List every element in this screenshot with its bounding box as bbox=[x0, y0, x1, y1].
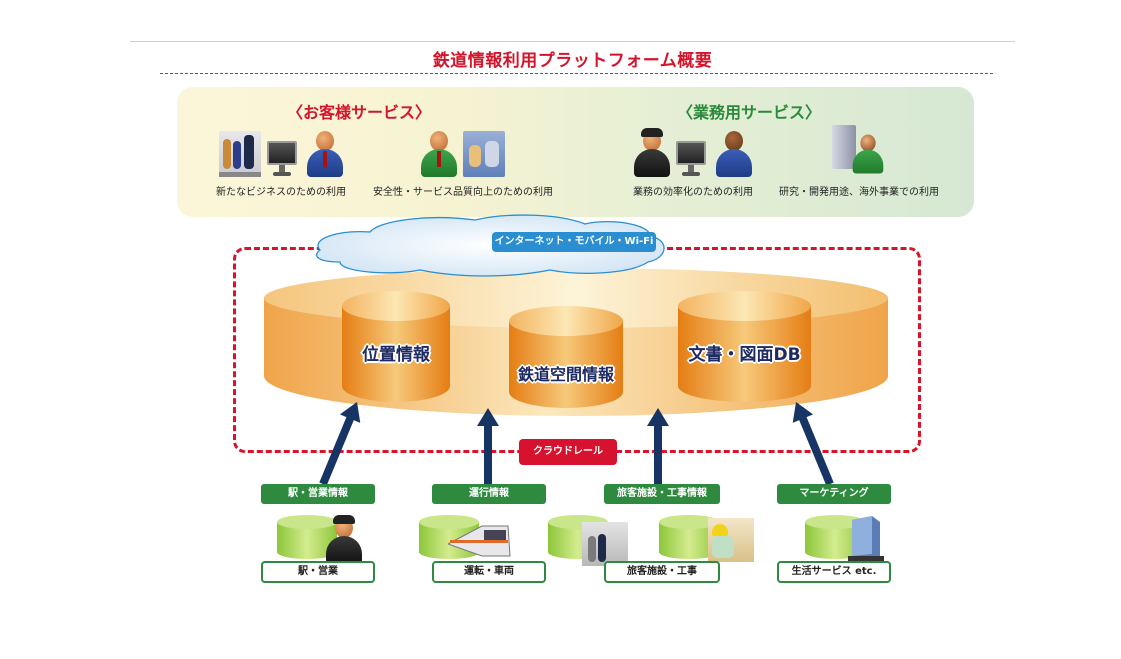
commuters-photo-icon bbox=[219, 131, 261, 177]
service-caption: 新たなビジネスのための利用 bbox=[216, 187, 346, 198]
service-caption: 業務の効率化のための利用 bbox=[633, 187, 753, 198]
database-drum: 位置情報 bbox=[341, 290, 451, 402]
person-at-computer-icon bbox=[716, 131, 752, 177]
service-caption: 安全性・サービス品質向上のための利用 bbox=[373, 187, 553, 198]
business-service-item: 研究・開発用途、海外事業での利用 bbox=[759, 125, 959, 198]
business-service-item: 業務の効率化のための利用 bbox=[593, 125, 793, 198]
top-divider bbox=[130, 41, 1015, 42]
services-panel: 〈お客様サービス〉 〈業務用サービス〉 新たなビジネスのための利用 bbox=[177, 87, 974, 217]
station-platform-photo-icon bbox=[582, 522, 628, 566]
train-icon bbox=[446, 522, 512, 558]
title-dashed-divider bbox=[160, 73, 993, 74]
customer-services-heading: 〈お客様サービス〉 bbox=[287, 103, 432, 122]
source-database-drum bbox=[658, 514, 720, 560]
station-staff-icon bbox=[326, 515, 362, 564]
source-name-label: 生活サービス etc. bbox=[777, 561, 891, 583]
database-drum: 文書・図面DB bbox=[677, 290, 812, 402]
construction-worker-icon bbox=[708, 518, 754, 562]
computer-monitor-icon bbox=[676, 137, 710, 177]
database-label: 位置情報 bbox=[362, 345, 430, 365]
internet-cloud bbox=[316, 214, 665, 277]
station-staff-icon bbox=[634, 128, 670, 177]
person-female-icon bbox=[852, 134, 884, 174]
source-name-label: 運転・車両 bbox=[432, 561, 546, 583]
source-category-header: 運行情報 bbox=[432, 484, 546, 504]
source-category-header: 駅・営業情報 bbox=[261, 484, 375, 504]
source-name-label: 旅客施設・工事 bbox=[604, 561, 720, 583]
customer-service-item: 安全性・サービス品質向上のための利用 bbox=[363, 125, 563, 198]
source-name-label: 駅・営業 bbox=[261, 561, 375, 583]
customer-service-item: 新たなビジネスのための利用 bbox=[181, 125, 381, 198]
diagram-title: 鉄道情報利用プラットフォーム概要 bbox=[432, 51, 713, 71]
source-category-header: マーケティング bbox=[777, 484, 891, 504]
train-passengers-photo-icon bbox=[463, 131, 505, 177]
database-label: 文書・図面DB bbox=[688, 345, 801, 365]
service-caption: 研究・開発用途、海外事業での利用 bbox=[779, 187, 939, 198]
network-label: インターネット・モバイル・Wi-Fi bbox=[492, 232, 656, 252]
source-database-drum bbox=[804, 514, 866, 560]
server-icon bbox=[832, 125, 856, 169]
source-category-header: 旅客施設・工事情報 bbox=[604, 484, 720, 504]
database-label: 鉄道空間情報 bbox=[517, 365, 614, 384]
office-building-icon bbox=[848, 514, 884, 562]
business-services-heading: 〈業務用サービス〉 bbox=[677, 103, 822, 122]
computer-monitor-icon bbox=[267, 137, 301, 177]
person-at-computer-icon bbox=[307, 131, 343, 177]
person-green-icon bbox=[421, 131, 457, 177]
cloud-rail-label: クラウドレール bbox=[519, 439, 617, 465]
source-database-drum bbox=[276, 514, 338, 560]
database-drum: 鉄道空間情報 bbox=[508, 305, 624, 408]
